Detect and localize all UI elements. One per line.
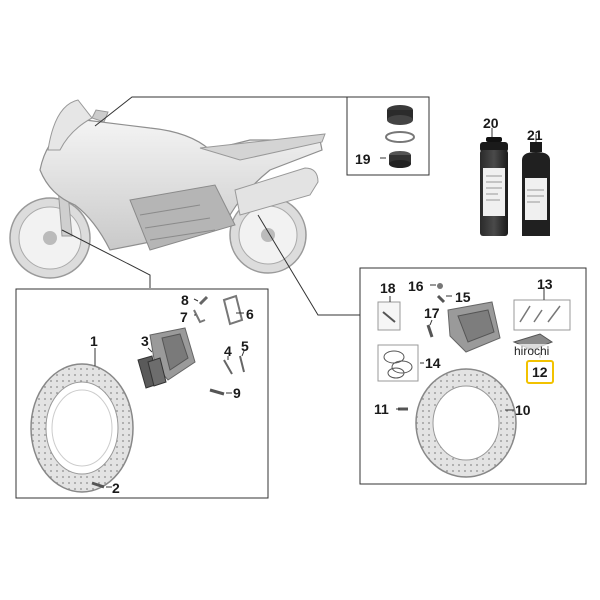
callout-17[interactable]: 17	[424, 305, 440, 321]
callout-21[interactable]: 21	[527, 127, 543, 143]
callout-3[interactable]: 3	[141, 333, 149, 349]
callout-13[interactable]: 13	[537, 276, 553, 292]
callout-15[interactable]: 15	[455, 289, 471, 305]
reservoir-box	[346, 96, 430, 176]
callout-18[interactable]: 18	[380, 280, 396, 296]
callout-1[interactable]: 1	[90, 333, 98, 349]
callout-7[interactable]: 7	[180, 309, 188, 325]
callout-5[interactable]: 5	[241, 338, 249, 354]
callout-20[interactable]: 20	[483, 115, 499, 131]
callout-19[interactable]: 19	[355, 151, 371, 167]
callout-9[interactable]: 9	[233, 385, 241, 401]
callout-10[interactable]: 10	[515, 402, 531, 418]
callout-16[interactable]: 16	[408, 278, 424, 294]
callout-14[interactable]: 14	[425, 355, 441, 371]
front-brake-box	[15, 288, 269, 499]
callout-6[interactable]: 6	[246, 306, 254, 322]
brake-fluid-bottle	[522, 142, 550, 236]
leader-lines	[61, 96, 360, 316]
callout-4[interactable]: 4	[224, 343, 232, 359]
brake-cleaner-can	[480, 137, 508, 236]
watermark-text: hirochi	[512, 344, 552, 358]
callout-11[interactable]: 11	[374, 401, 389, 417]
callout-12[interactable]: 12	[526, 360, 554, 384]
rear-brake-box	[359, 267, 587, 485]
callout-2[interactable]: 2	[112, 480, 120, 496]
motorcycle-illustration	[9, 99, 326, 279]
callout-8[interactable]: 8	[181, 292, 189, 308]
